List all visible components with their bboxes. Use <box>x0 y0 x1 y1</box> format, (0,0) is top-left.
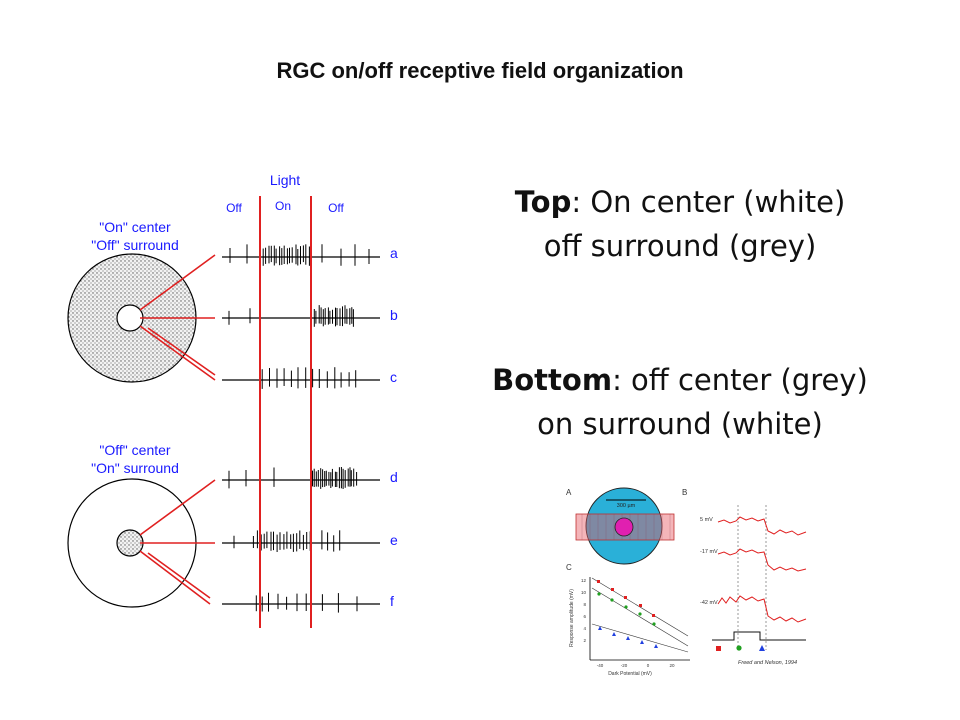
stimulus-timing-trace <box>712 631 806 641</box>
inset-credit: Freed and Nelson, 1994 <box>738 660 797 666</box>
phase-label-off-1: Off <box>226 201 242 215</box>
phase-label-off-2: Off <box>328 201 344 215</box>
inset-figure: A 300 µm B 5 mV -17 mV -42 mV Freed a <box>566 487 807 677</box>
y-tick-10: 10 <box>581 590 587 595</box>
trace-label-f: f <box>390 593 394 609</box>
y-tick-4: 4 <box>583 626 586 631</box>
marker-circle-icon <box>736 645 742 651</box>
bottom-description: Bottom: off center (grey) on surround (w… <box>440 358 920 446</box>
voltage-label-2: -17 mV <box>700 549 718 555</box>
x-axis-label: Dark Potential (mV) <box>608 671 652 677</box>
spike-trains <box>228 244 370 613</box>
trace-label-a: a <box>390 245 398 261</box>
off-surround-label: "Off" surround <box>91 237 179 253</box>
trace-label-b: b <box>390 307 398 323</box>
voltage-label-3: -42 mV <box>700 600 718 606</box>
y-tick-12: 12 <box>581 578 587 583</box>
y-tick-2: 2 <box>583 638 586 643</box>
bottom-line-1-text: : off center (grey) <box>612 363 868 397</box>
off-center-label: "Off" center <box>99 442 170 458</box>
pointer-lines <box>139 254 216 605</box>
marker-square-icon <box>716 646 721 651</box>
y-tick-6: 6 <box>583 614 586 619</box>
panel-b-label: B <box>682 488 687 497</box>
trace-label-c: c <box>390 369 397 385</box>
on-center-label: "On" center <box>99 219 171 235</box>
slide-title: RGC on/off receptive field organization <box>276 58 684 83</box>
marker-triangle-icon <box>759 645 765 651</box>
top-description: Top: On center (white) off surround (gre… <box>440 180 920 268</box>
voltage-traces <box>717 516 807 623</box>
top-heading: Top <box>514 185 572 219</box>
x-tick-0: 0 <box>647 663 650 668</box>
phase-label-on: On <box>275 199 291 213</box>
x-tick-20: 20 <box>669 663 675 668</box>
panel-a-label: A <box>566 488 572 497</box>
inset-center-spot <box>614 517 634 537</box>
inset-scale-label: 300 µm <box>617 503 636 509</box>
off-center-disk <box>116 529 144 557</box>
light-label: Light <box>270 172 300 188</box>
on-surround-label: "On" surround <box>91 460 179 476</box>
bottom-line-2: on surround (white) <box>537 407 823 441</box>
spike-trace-baselines <box>222 256 380 605</box>
top-line-1-text: : On center (white) <box>571 185 846 219</box>
on-center-disk <box>116 304 144 332</box>
trace-label-e: e <box>390 532 398 548</box>
x-tick-m20: -20 <box>621 663 628 668</box>
bottom-heading: Bottom <box>492 363 613 397</box>
y-axis-label: Response amplitude (mV) <box>569 589 575 647</box>
x-tick-m40: -40 <box>597 663 604 668</box>
trace-label-d: d <box>390 469 398 485</box>
top-line-2: off surround (grey) <box>543 229 817 263</box>
panel-c-label: C <box>566 563 572 572</box>
top-line-1: Top: On center (white) <box>440 180 920 224</box>
y-tick-8: 8 <box>583 602 586 607</box>
bottom-line-1: Bottom: off center (grey) <box>440 358 920 402</box>
voltage-label-1: 5 mV <box>700 517 713 523</box>
